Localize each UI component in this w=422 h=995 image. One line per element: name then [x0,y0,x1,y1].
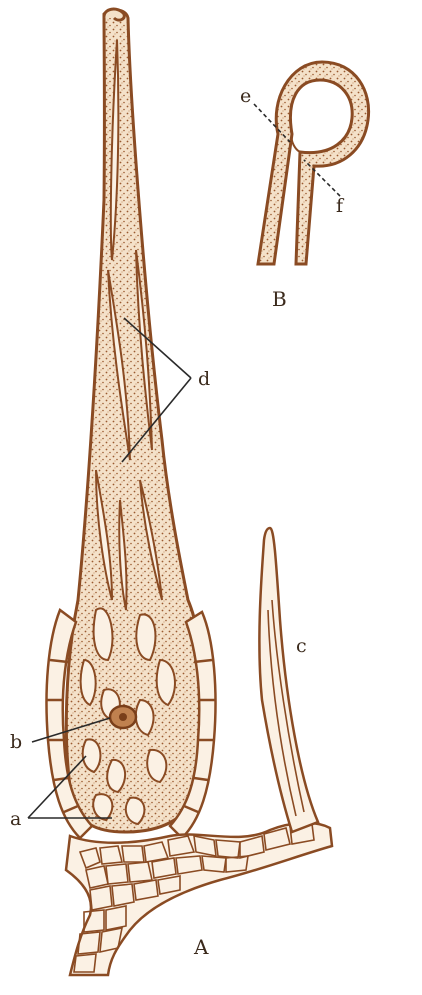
hook-outline [258,62,369,264]
nucleus [110,706,136,728]
label-f: f [336,195,345,217]
label-b: b [10,731,22,753]
figure-b-hook [258,62,369,264]
label-a: a [10,808,21,830]
label-d: d [198,368,210,390]
label-B: B [272,287,287,311]
label-e: e [240,85,251,107]
label-c: c [296,635,307,657]
hair-shaft [66,10,204,832]
label-A: A [193,935,209,959]
small-hair [259,528,318,832]
